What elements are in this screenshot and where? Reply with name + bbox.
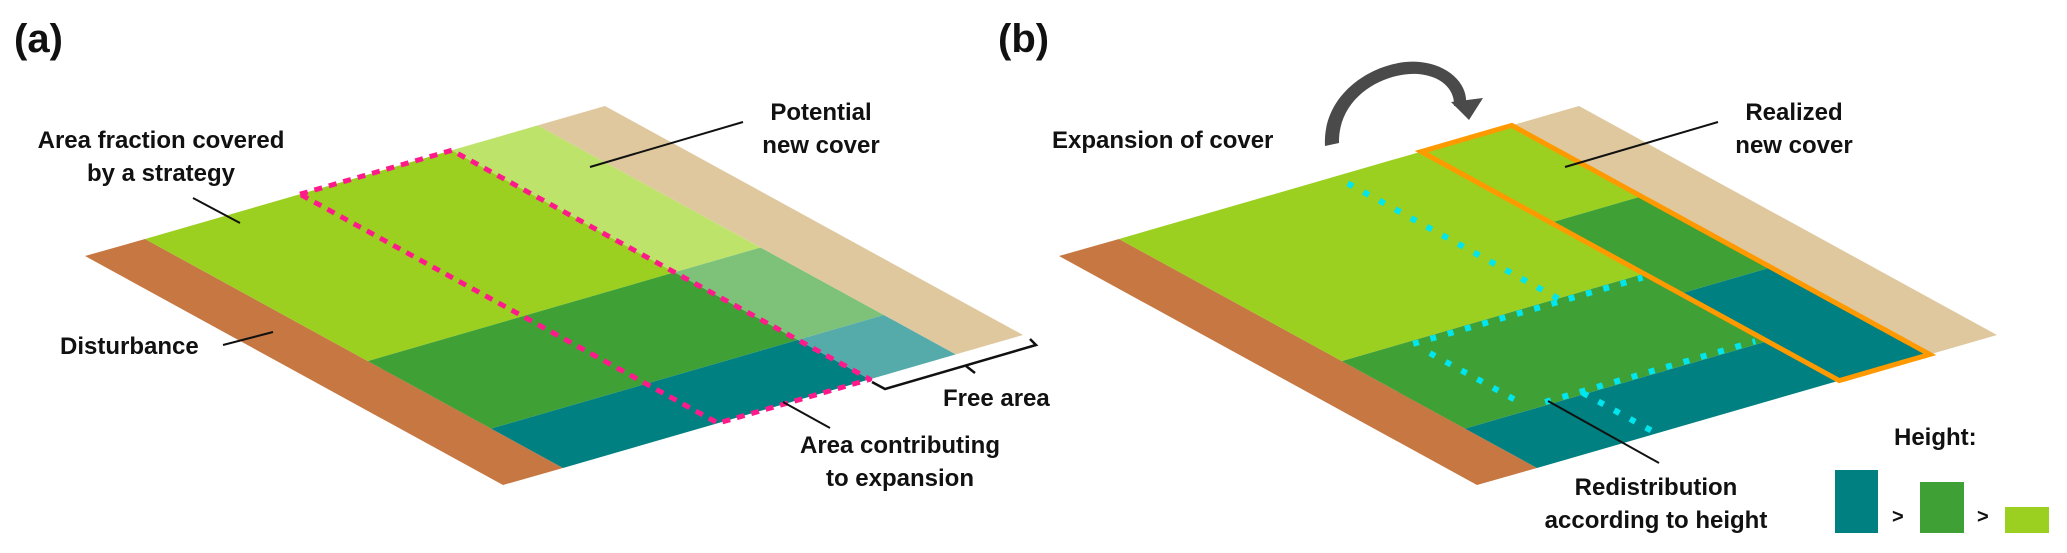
- label-contributing-line2: to expansion: [826, 465, 974, 492]
- potential-tall: [797, 315, 956, 380]
- legend-swatch-medium: [1920, 482, 1964, 533]
- cover-tall: [491, 339, 870, 468]
- disturbance-strip: [85, 239, 563, 485]
- label-expansion: Expansion of cover: [1052, 127, 1273, 154]
- panel-b: (b) Expansion of cover Realized new cove…: [998, 17, 2049, 534]
- label-realized-line2: new cover: [1735, 132, 1852, 159]
- panel-a-plot: [85, 106, 1023, 485]
- expansion-arrow-icon: [1324, 61, 1483, 146]
- potential-medium: [674, 247, 884, 340]
- cover-medium: [1341, 273, 1768, 429]
- free-area-strip: [537, 106, 1023, 355]
- label-potential-line1: Potential: [770, 99, 871, 126]
- realized-tall: [1680, 267, 1930, 381]
- free-area-strip: [1511, 106, 1997, 355]
- redistribution-dots-4: [1544, 338, 1757, 405]
- free-area-bracket-tick: [965, 365, 976, 374]
- label-realized-line1: Realized: [1745, 99, 1842, 126]
- legend-gt-1: >: [1892, 506, 1904, 528]
- label-potential-line2: new cover: [762, 132, 879, 159]
- label-area-fraction-line1: Area fraction covered: [38, 127, 285, 154]
- panel-a: (a) Area fraction covered by a strategy …: [14, 17, 1050, 492]
- potential-short: [451, 125, 761, 273]
- panel-b-plot: [1059, 106, 1997, 485]
- label-redistribution-line1: Redistribution: [1575, 474, 1738, 501]
- panel-b-tag: (b): [998, 17, 1049, 61]
- redistribution-dots-2: [1412, 274, 1644, 347]
- label-area-fraction-line2: by a strategy: [87, 160, 236, 187]
- realized-medium: [1550, 196, 1771, 294]
- legend-swatch-short: [2005, 507, 2049, 533]
- label-free-area: Free area: [943, 385, 1050, 412]
- legend-swatch-tall: [1835, 470, 1878, 533]
- panel-a-tag: (a): [14, 17, 63, 61]
- height-legend: Height: > >: [1835, 424, 2049, 533]
- leader-redistribution: [1547, 400, 1660, 464]
- label-contributing-line1: Area contributing: [800, 432, 1000, 459]
- legend-gt-2: >: [1977, 506, 1989, 528]
- contributing-outline: [297, 147, 873, 426]
- panel-b-annotations: Expansion of cover Realized new cover Re…: [1052, 61, 2049, 534]
- label-disturbance: Disturbance: [60, 333, 199, 360]
- label-redistribution-line2: according to height: [1545, 507, 1768, 534]
- free-area-bracket: [871, 338, 1039, 391]
- realized-outline: [1414, 122, 1937, 384]
- cover-tall: [1465, 341, 1840, 468]
- leader-disturbance: [222, 331, 274, 346]
- realized-short: [1421, 125, 1642, 223]
- legend-title: Height:: [1894, 424, 1977, 451]
- panel-a-annotations: Area fraction covered by a strategy Pote…: [38, 99, 1051, 492]
- leader-area-fraction: [192, 197, 241, 224]
- leader-potential: [589, 121, 744, 168]
- redistribution-dots-1: [1346, 180, 1565, 304]
- leader-realized: [1564, 121, 1719, 168]
- redistribution-dots-5: [1581, 390, 1656, 435]
- disturbance-strip: [1059, 239, 1537, 485]
- leader-contributing: [782, 401, 831, 429]
